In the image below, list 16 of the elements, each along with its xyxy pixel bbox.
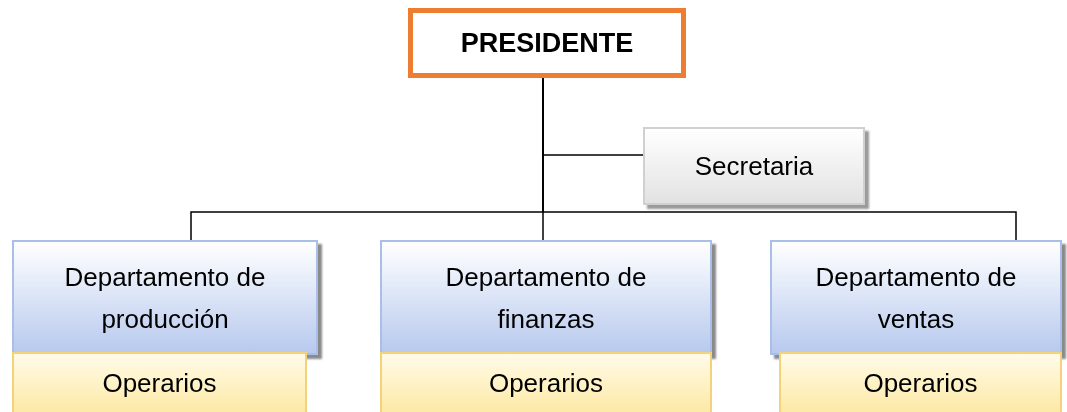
position-box [643,127,865,205]
team-box [779,352,1062,412]
box-label: Operarios [102,367,217,399]
title-box [408,8,686,78]
box-label: PRESIDENTE [460,27,634,59]
team-box [380,352,712,412]
box-label: Operarios [863,367,978,399]
department-box [380,240,712,355]
box-label: Departamento de finanzas [444,260,648,336]
box-label: Operarios [488,367,604,399]
box-label: Secretaria [694,150,814,182]
box-label: Departamento de ventas [814,260,1018,336]
department-box [12,240,318,355]
department-box [770,240,1062,355]
team-box [12,352,307,412]
box-label: Departamento de producción [63,260,267,336]
